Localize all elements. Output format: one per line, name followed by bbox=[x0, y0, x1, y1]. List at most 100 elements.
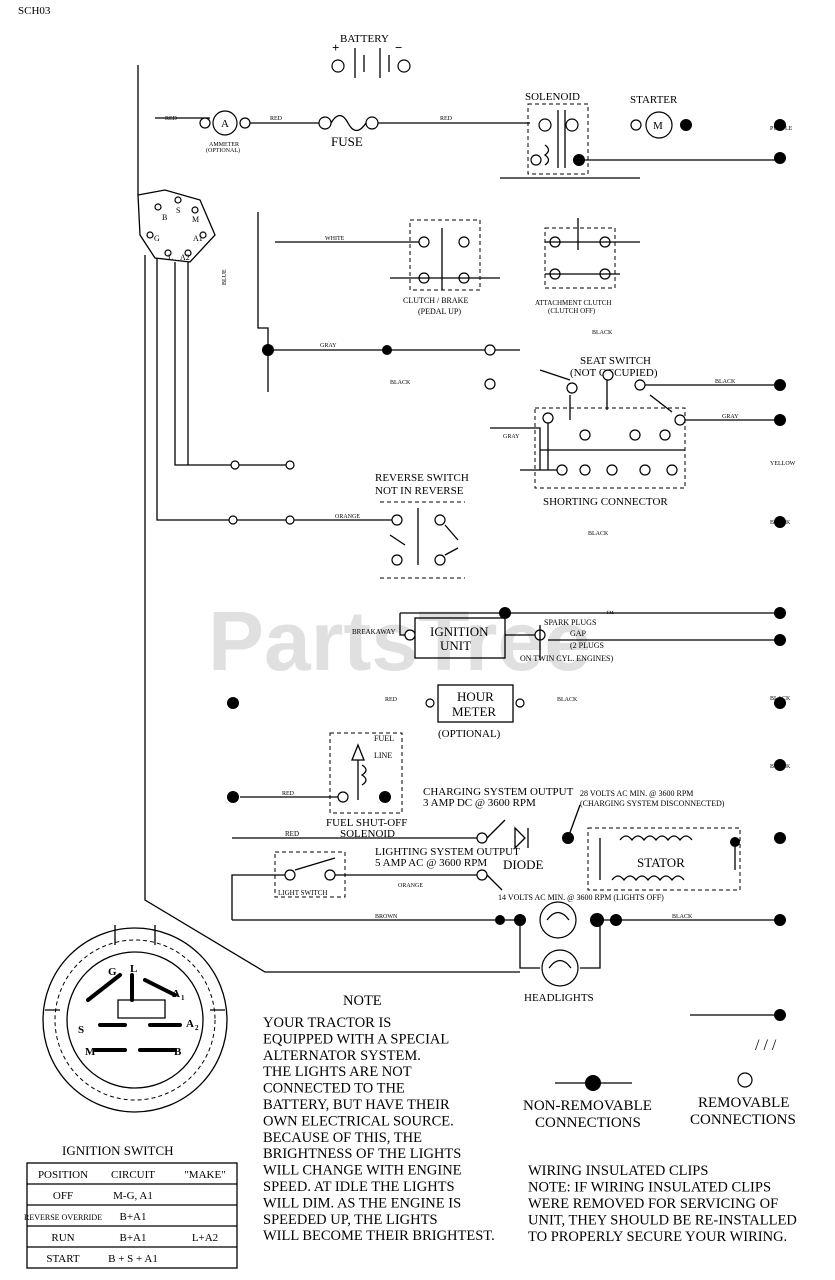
note-line: BRIGHTNESS OF THE LIGHTS bbox=[263, 1146, 461, 1162]
wire-label-red-hour: RED bbox=[385, 697, 398, 703]
insulated-clips-symbol: / / / bbox=[755, 1037, 777, 1054]
starter-label: STARTER bbox=[630, 94, 678, 106]
ammeter: A AMMETER (OPTIONAL) bbox=[199, 110, 251, 154]
table-frame bbox=[26, 1162, 238, 1269]
lighting-output-label-1: LIGHTING SYSTEM OUTPUT bbox=[375, 846, 520, 858]
attachment-clutch-switch: ATTACHMENT CLUTCH (CLUTCH OFF) bbox=[535, 218, 640, 315]
hour-meter-label-1: HOUR bbox=[457, 689, 494, 704]
hour-meter-optional: (OPTIONAL) bbox=[438, 728, 501, 740]
wire-label-orange-light: ORANGE bbox=[398, 883, 423, 889]
clutch-brake-sub: (PEDAL UP) bbox=[418, 307, 461, 316]
note-line: EQUIPPED WITH A SPECIAL bbox=[263, 1031, 449, 1047]
shorting-connector: SHORTING CONNECTOR GRAY bbox=[490, 407, 686, 508]
table-cell: B + S + A1 bbox=[108, 1253, 158, 1265]
table-header-cell: CIRCUIT bbox=[111, 1169, 155, 1181]
spark-plugs-label: SPARK PLUGS bbox=[544, 618, 596, 627]
legend-non-removable-1: NON-REMOVABLE bbox=[523, 1098, 652, 1114]
wire-label-black-3: BLACK bbox=[715, 379, 736, 385]
table-cell: START bbox=[46, 1253, 80, 1265]
clips-note-line: TO PROPERLY SECURE YOUR WIRING. bbox=[528, 1229, 787, 1245]
legend-removable-1: REMOVABLE bbox=[698, 1095, 789, 1111]
clips-note-line: UNIT, THEY SHOULD BE RE-INSTALLED bbox=[528, 1213, 797, 1229]
table-cell: M-G, A1 bbox=[113, 1190, 153, 1202]
wire-label-black-8: BLACK bbox=[770, 696, 791, 702]
switch-face-a2-sub: 2 bbox=[195, 1024, 199, 1032]
clips-note-line: WIRING INSULATED CLIPS bbox=[528, 1163, 708, 1179]
switch-face-g: G bbox=[108, 966, 117, 978]
blue-wire bbox=[257, 212, 269, 392]
solenoid: SOLENOID bbox=[500, 91, 640, 179]
reverse-switch-sub: NOT IN REVERSE bbox=[375, 485, 464, 497]
note-line: WILL CHANGE WITH ENGINE bbox=[263, 1163, 462, 1179]
ground-points bbox=[227, 119, 786, 1021]
ignition-switch-title: IGNITION SWITCH bbox=[62, 1143, 174, 1158]
seat-switch: SEAT SWITCH (NOT OCCUPIED) BLACK GRAY bbox=[539, 355, 780, 426]
ammeter-optional: (OPTIONAL) bbox=[206, 147, 240, 154]
orange-wire bbox=[156, 258, 395, 521]
volts28-label-2: (CHARGING SYSTEM DISCONNECTED) bbox=[580, 799, 725, 808]
terminal-b: B bbox=[162, 213, 167, 222]
battery-negative-terminal bbox=[397, 59, 411, 73]
ignition-unit-label-2: UNIT bbox=[440, 638, 471, 653]
headlights-label: HEADLIGHTS bbox=[524, 992, 594, 1004]
yellow-wire bbox=[174, 262, 290, 466]
battery-plus-sign: + bbox=[332, 40, 339, 55]
volts14-label: 14 VOLTS AC MIN. @ 3600 RPM (LIGHTS OFF) bbox=[498, 893, 664, 902]
switch-face-s: S bbox=[78, 1024, 84, 1036]
switch-face-a2: A bbox=[186, 1018, 194, 1030]
wire-label-black-1: BLACK bbox=[592, 330, 613, 336]
removable-symbol bbox=[737, 1072, 753, 1088]
wire-label-breakaway: BREAKAWAY bbox=[352, 628, 396, 636]
key-terminal-plug: B S M G A1 L A2 bbox=[137, 189, 216, 263]
note-line: SPEED. AT IDLE THE LIGHTS bbox=[263, 1179, 455, 1195]
starter-letter: M bbox=[653, 120, 663, 132]
spark-plugs: SPARK PLUGS GAP (2 PLUGS ON TWIN CYL. EN… bbox=[520, 618, 780, 663]
clips-note-line: WERE REMOVED FOR SERVICING OF bbox=[528, 1196, 778, 1212]
terminal-l: L bbox=[168, 253, 173, 262]
fuse-label: FUSE bbox=[331, 134, 363, 149]
table-cell: OFF bbox=[53, 1190, 73, 1202]
wire-label-black-4: BLACK bbox=[588, 531, 609, 537]
wire-label-black-9: BLACK bbox=[770, 520, 791, 526]
wire-label-gray-junction: GRAY bbox=[503, 434, 520, 440]
spark-plugs-count: (2 PLUGS bbox=[570, 641, 604, 650]
headlights: HEADLIGHTS bbox=[495, 901, 622, 1004]
wire-label-black-7: BLACK bbox=[770, 764, 791, 770]
switch-face-a1: A bbox=[172, 988, 180, 1000]
note-title: NOTE bbox=[343, 993, 382, 1009]
battery-minus-sign: − bbox=[395, 40, 402, 55]
hour-meter: HOUR METER (OPTIONAL) RED BLACK bbox=[385, 684, 578, 740]
wire-label-red-fuel: RED bbox=[282, 791, 295, 797]
battery-label: BATTERY bbox=[340, 33, 389, 45]
legend: NON-REMOVABLE CONNECTIONS REMOVABLE CONN… bbox=[523, 1037, 796, 1131]
clutch-brake-switch: CLUTCH / BRAKE (PEDAL UP) bbox=[390, 219, 500, 316]
wire-label-red-3: RED bbox=[440, 116, 453, 122]
terminal-s: S bbox=[176, 206, 180, 215]
table-cell: REVERSE OVERRIDE bbox=[24, 1213, 102, 1222]
terminal-m: M bbox=[192, 215, 199, 224]
spark-plugs-gap: GAP bbox=[570, 629, 587, 638]
starter-motor: STARTER M bbox=[630, 94, 692, 139]
red-trunk-wire bbox=[144, 255, 520, 973]
wire-label-gray-2: GRAY bbox=[722, 414, 739, 420]
ignition-unit-label-1: IGNITION bbox=[430, 624, 489, 639]
switch-face-b: B bbox=[174, 1046, 182, 1058]
wire-label-red-2: RED bbox=[270, 116, 283, 122]
terminal-g: G bbox=[154, 234, 160, 243]
table-cell: B+A1 bbox=[120, 1232, 147, 1244]
note-line: BECAUSE OF THIS, THE bbox=[263, 1130, 422, 1146]
legend-removable-2: CONNECTIONS bbox=[690, 1112, 796, 1128]
attachment-clutch-label: ATTACHMENT CLUTCH bbox=[535, 299, 612, 307]
schematic-code: SCH03 bbox=[18, 5, 51, 17]
ignition-switch-table: POSITION CIRCUIT "MAKE" OFF M-G, A1 REVERSE O… bbox=[24, 1162, 238, 1269]
note-line: BATTERY, BUT HAVE THEIR bbox=[263, 1097, 450, 1113]
watermark: PartsTree bbox=[208, 594, 591, 688]
note-line: WILL BECOME THEIR BRIGHTEST. bbox=[263, 1228, 495, 1244]
table-header-cell: "MAKE" bbox=[184, 1169, 225, 1181]
fuel-line-label-1: FUEL bbox=[374, 734, 394, 743]
charging-output-label-1: CHARGING SYSTEM OUTPUT bbox=[423, 786, 574, 798]
table-header-cell: POSITION bbox=[38, 1169, 88, 1181]
